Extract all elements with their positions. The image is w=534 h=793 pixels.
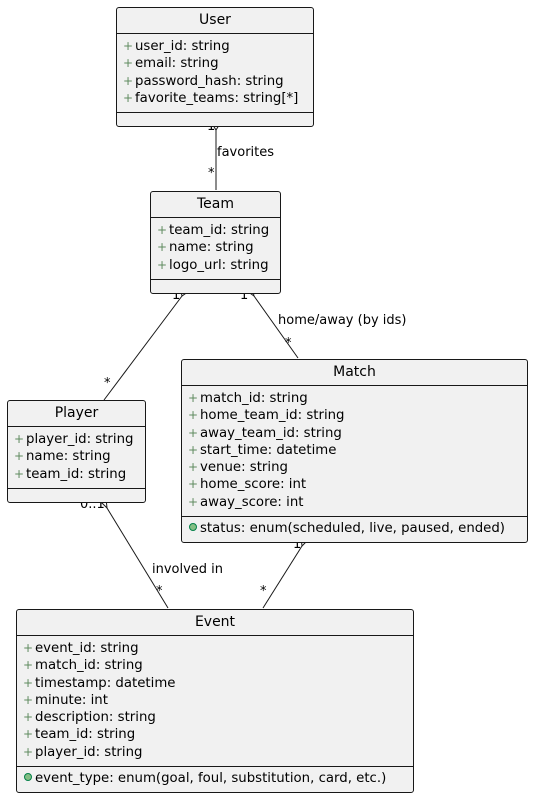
public-visibility-icon: + — [157, 223, 168, 237]
class-event: Event +event_id: string +match_id: strin… — [16, 609, 414, 793]
multiplicity-team-match-to: * — [285, 336, 292, 351]
public-visibility-icon: + — [188, 460, 199, 475]
class-team: Team +team_id: string +name: string +log… — [150, 191, 281, 294]
class-match: Match +match_id: string +home_team_id: s… — [181, 359, 528, 544]
class-player-attributes: +player_id: string +name: string +team_i… — [8, 427, 145, 489]
multiplicity-team-match-from: 1 — [240, 288, 249, 303]
public-visibility-icon: + — [188, 391, 199, 405]
multiplicity-team-player-to: * — [104, 376, 111, 391]
class-player-methods — [8, 489, 145, 502]
class-user-methods — [117, 113, 313, 126]
attribute-row: +email: string — [123, 56, 219, 72]
attribute-row: +user_id: string — [123, 39, 230, 54]
public-visibility-icon: + — [188, 477, 199, 492]
class-match-name: Match — [182, 360, 527, 386]
attribute-row: +player_id: string — [14, 432, 134, 447]
public-visibility-icon: + — [23, 675, 34, 690]
public-visibility-icon: + — [23, 710, 34, 725]
public-visibility-icon: + — [123, 56, 134, 71]
attribute-row: +home_score: int — [188, 477, 307, 493]
attribute-row: +match_id: string — [23, 658, 143, 674]
multiplicity-player-event-to: * — [156, 584, 163, 599]
attribute-row: +match_id: string — [188, 391, 308, 406]
link-match-event — [262, 545, 303, 609]
public-visibility-icon: + — [23, 658, 34, 673]
attribute-row: +team_id: string — [157, 223, 270, 238]
attribute-row: +player_id: string — [23, 744, 143, 760]
attribute-row: +away_score: int — [188, 494, 304, 510]
attribute-row: +timestamp: datetime — [23, 675, 176, 691]
link-team-match — [253, 295, 299, 359]
public-visibility-icon: + — [123, 39, 134, 53]
attribute-row: +logo_url: string — [157, 257, 269, 273]
public-visibility-icon: + — [14, 432, 25, 446]
public-visibility-icon: + — [23, 727, 34, 742]
attribute-row: +name: string — [14, 449, 111, 465]
public-visibility-icon: + — [23, 744, 34, 759]
public-visibility-icon: + — [188, 442, 199, 457]
link-player-event — [106, 507, 169, 609]
public-visibility-icon: + — [23, 692, 34, 707]
public-visibility-icon: + — [157, 240, 168, 255]
attribute-row: +away_team_id: string — [188, 425, 342, 441]
class-team-attributes: +team_id: string +name: string +logo_url… — [151, 218, 280, 280]
attribute-row: +team_id: string — [23, 727, 136, 743]
public-visibility-icon: + — [188, 494, 199, 509]
public-visibility-icon: + — [188, 425, 199, 440]
attribute-row: +password_hash: string — [123, 73, 284, 89]
method-row: event_type: enum(goal, foul, substitutio… — [17, 771, 413, 787]
class-team-name: Team — [151, 192, 280, 218]
multiplicity-user-team-to: * — [208, 166, 215, 181]
relation-label-involved-in: involved in — [152, 562, 224, 577]
class-event-methods: event_type: enum(goal, foul, substitutio… — [17, 767, 413, 792]
relation-label-home-away: home/away (by ids) — [278, 313, 407, 328]
class-player-name: Player — [8, 401, 145, 427]
public-visibility-icon: + — [188, 408, 199, 423]
public-visibility-icon: + — [157, 257, 168, 272]
attribute-row: +name: string — [157, 240, 254, 256]
attribute-row: +start_time: datetime — [188, 442, 337, 458]
attribute-row: +favorite_teams: string[*] — [123, 90, 299, 106]
attribute-row: +team_id: string — [14, 466, 127, 482]
public-visibility-icon: + — [123, 73, 134, 88]
attribute-row: +minute: int — [23, 692, 108, 708]
attribute-row: +description: string — [23, 710, 156, 726]
class-player: Player +player_id: string +name: string … — [7, 400, 146, 503]
public-visibility-icon: + — [123, 90, 134, 105]
public-method-icon — [189, 523, 197, 532]
attribute-row: +venue: string — [188, 460, 288, 476]
class-event-name: Event — [17, 610, 413, 636]
class-event-attributes: +event_id: string +match_id: string +tim… — [17, 636, 413, 768]
public-visibility-icon: + — [14, 466, 25, 481]
class-match-methods: status: enum(scheduled, live, paused, en… — [182, 517, 527, 542]
public-visibility-icon: + — [14, 449, 25, 464]
link-team-player — [103, 295, 183, 401]
class-user: User +user_id: string +email: string +pa… — [116, 7, 314, 128]
multiplicity-match-event-from: 1 — [293, 537, 302, 552]
public-method-icon — [24, 773, 32, 782]
multiplicity-match-event-to: * — [260, 584, 267, 599]
class-match-attributes: +match_id: string +home_team_id: string … — [182, 386, 527, 518]
multiplicity-team-player-from: 1 — [172, 288, 181, 303]
class-team-methods — [151, 280, 280, 293]
attribute-row: +event_id: string — [23, 641, 139, 656]
public-visibility-icon: + — [23, 641, 34, 655]
relation-label-favorites: favorites — [217, 145, 275, 160]
method-row: status: enum(scheduled, live, paused, en… — [182, 521, 527, 537]
class-user-attributes: +user_id: string +email: string +passwor… — [117, 34, 313, 114]
attribute-row: +home_team_id: string — [188, 408, 345, 424]
class-user-name: User — [117, 8, 313, 34]
